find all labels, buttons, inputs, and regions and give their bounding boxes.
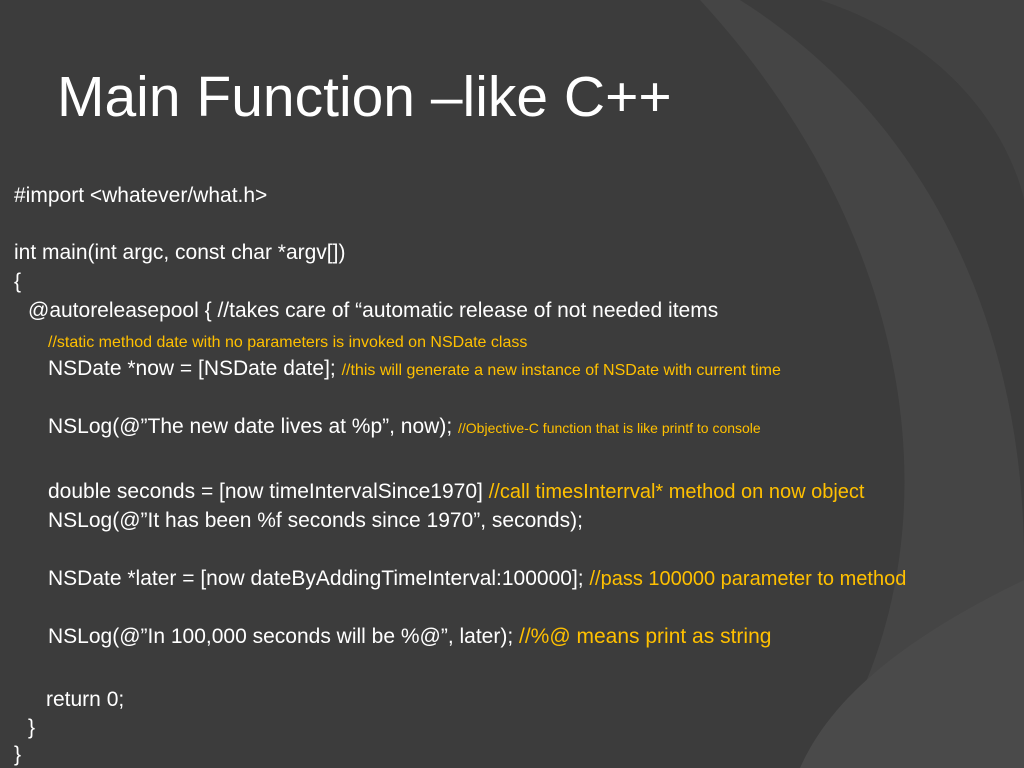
code-line-close-main: }	[14, 742, 21, 768]
code-comment: //%@ means print as string	[519, 625, 772, 648]
code-text: NSLog(@”In 100,000 seconds will be %@”, …	[48, 625, 520, 648]
code-line-autoreleasepool: @autoreleasepool { //takes care of “auto…	[28, 298, 718, 324]
code-text: {	[14, 270, 22, 293]
code-line-close-pool: }	[28, 715, 35, 741]
code-text: NSDate *now = [NSDate date];	[48, 357, 342, 380]
code-line-double-seconds: double seconds = [now timeIntervalSince1…	[48, 479, 864, 505]
code-line-nsdate-later: NSDate *later = [now dateByAddingTimeInt…	[48, 566, 906, 592]
background-arc-small	[800, 580, 1024, 768]
code-text: NSLog(@”It has been %f seconds since 197…	[48, 509, 583, 532]
slide-title: Main Function –like C++	[57, 65, 672, 129]
code-block: #import <whatever/what.h> int main(int a…	[14, 0, 1024, 768]
background-arc-top	[820, 0, 1024, 200]
code-text: }	[28, 716, 36, 739]
code-line-nslog-later: NSLog(@”In 100,000 seconds will be %@”, …	[48, 624, 771, 650]
code-text: NSLog(@”The new date lives at %p”, now);	[48, 415, 458, 438]
code-line-import: #import <whatever/what.h>	[14, 183, 267, 209]
code-comment: //call timesInterrval* method on now obj…	[488, 481, 865, 503]
code-line-open-brace: {	[14, 269, 21, 295]
code-text: double seconds = [now timeIntervalSince1…	[48, 480, 489, 503]
background-arc-large	[700, 0, 1024, 768]
code-comment: //Objective-C function that is like prin…	[458, 420, 761, 436]
code-text: NSDate *later = [now dateByAddingTimeInt…	[48, 567, 590, 590]
code-text: #import <whatever/what.h>	[14, 184, 268, 207]
code-comment: //pass 100000 parameter to method	[589, 568, 907, 590]
code-line-nslog-date: NSLog(@”The new date lives at %p”, now);…	[48, 414, 761, 441]
code-text: int main(int argc, const char *argv[])	[14, 241, 346, 264]
code-line-nslog-seconds: NSLog(@”It has been %f seconds since 197…	[48, 508, 583, 534]
code-line-static-method-comment: //static method date with no parameters …	[48, 328, 527, 356]
code-text: return 0;	[46, 688, 125, 711]
code-comment: //this will generate a new instance of N…	[341, 362, 781, 379]
code-text: @autoreleasepool { //takes care of “auto…	[28, 299, 719, 322]
code-text: }	[14, 743, 22, 766]
code-line-nsdate-now: NSDate *now = [NSDate date]; //this will…	[48, 356, 781, 384]
code-comment: //static method date with no parameters …	[48, 334, 528, 351]
code-line-main-signature: int main(int argc, const char *argv[])	[14, 240, 345, 266]
code-line-return: return 0;	[46, 687, 124, 713]
